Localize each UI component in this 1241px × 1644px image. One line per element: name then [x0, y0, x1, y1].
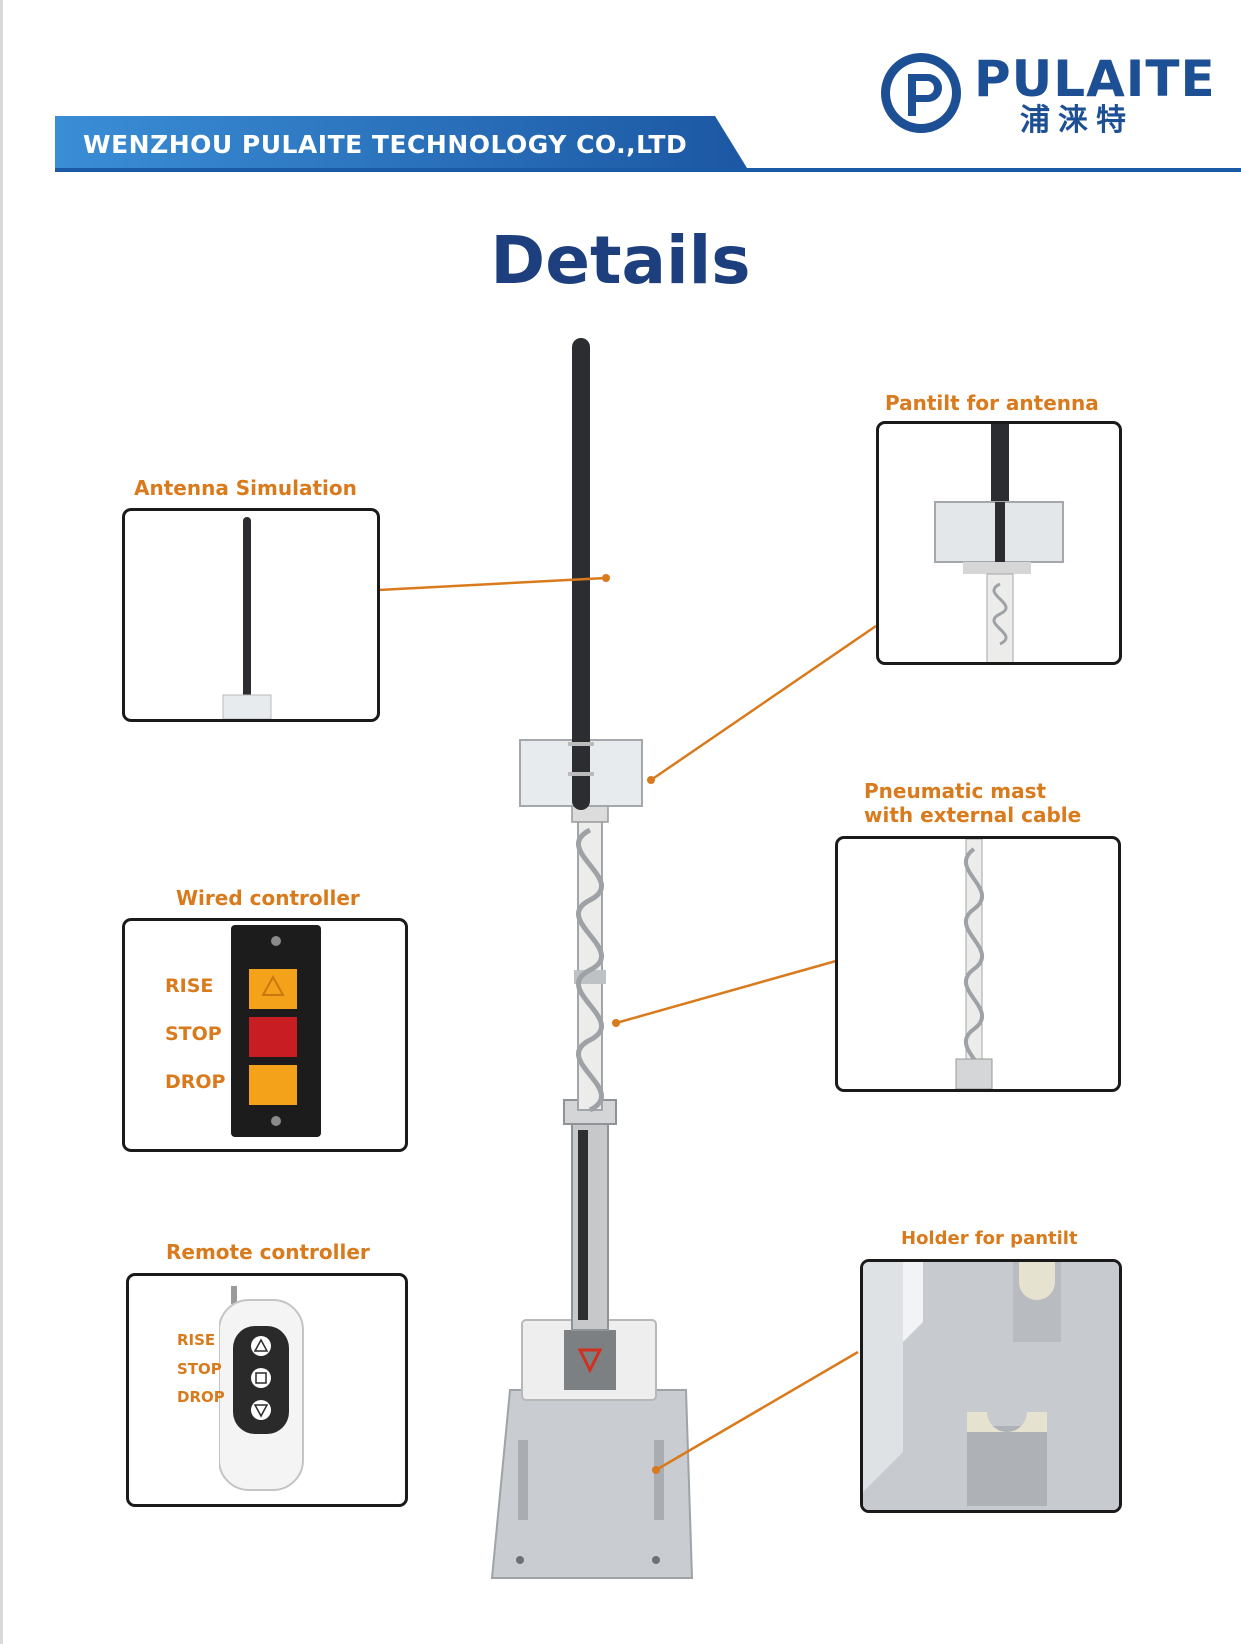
remote-rise-label: RISE	[177, 1331, 216, 1349]
label-remote-controller: Remote controller	[166, 1240, 370, 1264]
company-name: WENZHOU PULAITE TECHNOLOGY CO.,LTD	[83, 130, 688, 159]
remote-stop-label: STOP	[177, 1360, 222, 1378]
label-holder-for-pantilt: Holder for pantilt	[901, 1228, 1078, 1249]
antenna-simulation-panel	[122, 508, 380, 722]
brand-logo: PULAITE 浦涞特	[878, 50, 1215, 140]
brand-name-chinese: 浦涞特	[1020, 103, 1134, 138]
pantilt-photo	[934, 424, 1064, 662]
page-edge	[0, 0, 3, 1644]
header-banner-shape	[55, 116, 747, 168]
holder-panel	[860, 1259, 1122, 1513]
label-pneumatic-mast: Pneumatic mast with external cable	[864, 779, 1082, 827]
wired-rise-label: RISE	[165, 975, 214, 997]
label-antenna-simulation: Antenna Simulation	[134, 476, 357, 500]
label-wired-controller: Wired controller	[176, 886, 360, 910]
wired-drop-label: DROP	[165, 1071, 226, 1093]
wired-controller-panel: RISE STOP DROP	[122, 918, 408, 1152]
remote-controller-photo	[219, 1286, 304, 1491]
wired-stop-label: STOP	[165, 1023, 222, 1045]
label-pantilt-for-antenna: Pantilt for antenna	[885, 391, 1099, 415]
remote-controller-panel: RISE STOP DROP	[126, 1273, 408, 1507]
antenna-photo	[222, 517, 272, 719]
pneumatic-mast-photo	[955, 839, 993, 1089]
holder-photo	[863, 1262, 1119, 1510]
page-title: Details	[490, 222, 751, 299]
header-band: WENZHOU PULAITE TECHNOLOGY CO.,LTD	[55, 116, 1241, 174]
mast-product-image	[490, 338, 694, 1579]
header-rule	[55, 168, 1241, 172]
brand-name: PULAITE	[974, 50, 1216, 108]
pulaite-logo-icon	[881, 53, 961, 133]
pneumatic-mast-panel	[835, 836, 1121, 1092]
wired-controller-photo	[231, 925, 321, 1137]
remote-drop-label: DROP	[177, 1388, 225, 1406]
pantilt-panel	[876, 421, 1122, 665]
